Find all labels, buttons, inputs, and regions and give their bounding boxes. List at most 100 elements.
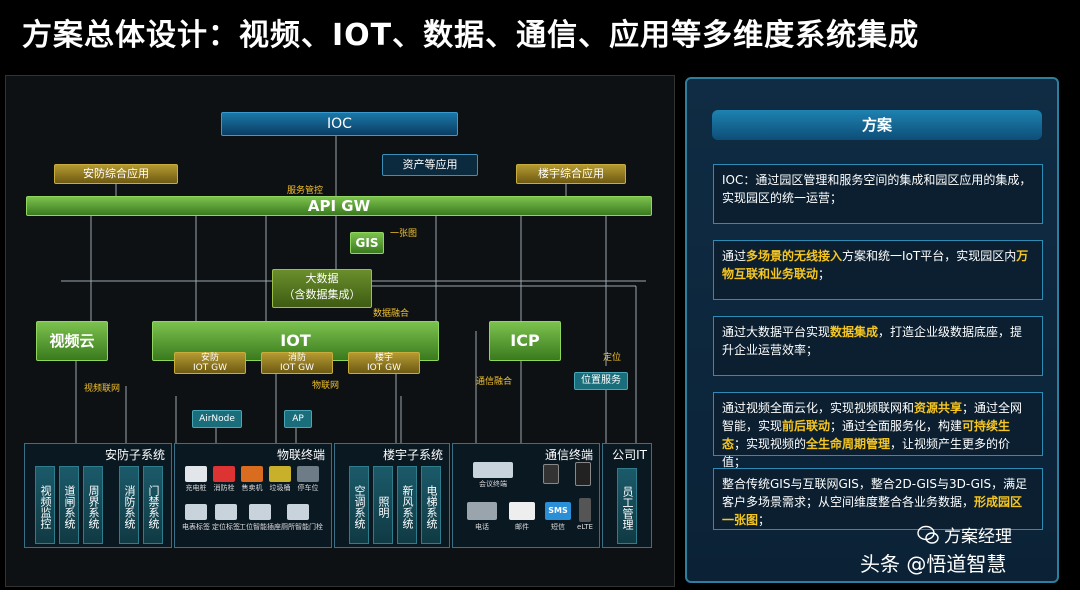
page-title: 方案总体设计：视频、IOT、数据、通信、应用等多维度系统集成 [22, 18, 920, 53]
louyu-col: 电梯系统 [421, 466, 441, 544]
highlight-text: 前后联动 [782, 419, 831, 433]
gis-box: GIS [350, 232, 384, 254]
parking-icon [297, 466, 319, 482]
charging-pile-icon [185, 466, 207, 482]
iot-tile-caption: 厕所智能门栓 [281, 523, 323, 531]
subsystem-it: 公司IT 员工管理 [602, 443, 652, 548]
subsystem-it-title: 公司IT [612, 448, 647, 462]
phone-icon [575, 462, 591, 486]
iot-tile-caption: 工位智能插座 [239, 523, 281, 531]
comm-fusion-label: 通信融合 [476, 377, 513, 387]
body-text: 方案和统一IoT平台，实现园区内 [842, 249, 1017, 263]
locate-tag-icon [215, 504, 237, 520]
body-text: ；通过全面服务化，构建 [830, 419, 963, 433]
api-gw-bar: API GW [26, 196, 652, 216]
iot-gw-xiaofang-label: 消防 [287, 353, 306, 363]
solution-panel-title: 方案 [712, 110, 1042, 140]
highlight-text: 数据集成 [830, 325, 879, 339]
locate-service-box: 位置服务 [574, 372, 628, 390]
it-col: 员工管理 [617, 468, 637, 544]
vending-icon [241, 466, 263, 482]
iot-gw-xiaofang-sub: IOT GW [280, 363, 314, 373]
wechat-icon [917, 525, 939, 544]
solution-item: 通过多场景的无线接入方案和统一IoT平台，实现园区内万物互联和业务联动； [713, 240, 1043, 300]
iot-tile-caption: 充电桩 [185, 484, 207, 492]
iot-tile-caption: 售卖机 [241, 484, 263, 492]
iot-gw-anfang-label: 安防 [200, 353, 219, 363]
highlight-text: 可持续生态 [722, 419, 1011, 451]
airnode-box: AirNode [192, 410, 242, 428]
anfang-col: 消防系统 [119, 466, 139, 544]
anfang-col: 周界系统 [83, 466, 103, 544]
iot-tile-caption: 停车位 [297, 484, 319, 492]
iot-tile-caption: 消防栓 [213, 484, 235, 492]
smart-lock-icon [287, 504, 309, 520]
bigdata-box: 大数据 （含数据集成） [272, 269, 372, 308]
subsystem-iot-terminal: 物联终端 充电桩 消防栓 售卖机 垃圾桶 停车位 电表标签 定位标签 工位智能插… [174, 443, 332, 548]
asset-app-box: 资产等应用 [382, 154, 478, 176]
highlight-text: 万物互联和业务联动 [722, 249, 1029, 281]
comm-tile-caption: 会议终端 [479, 480, 507, 488]
louyu-app-box: 楼宇综合应用 [516, 164, 626, 184]
desk-phone-icon [467, 502, 497, 520]
body-text: ； [758, 513, 771, 527]
highlight-text: 资源共享 [914, 401, 963, 415]
anfang-col: 门禁系统 [143, 466, 163, 544]
comm-tile-caption: 电话 [475, 523, 489, 531]
subsystem-louyu-title: 楼宇子系统 [382, 448, 443, 462]
iot-tile-caption: 定位标签 [212, 523, 240, 531]
body-text: ，让视频产生更多的价值； [722, 437, 1011, 469]
louyu-col: 照明 [373, 466, 393, 544]
meter-tag-icon [185, 504, 207, 520]
iot-net-label: 物联网 [312, 381, 340, 391]
tablet-icon [543, 464, 559, 484]
service-ctrl-label: 服务管控 [287, 186, 324, 196]
architecture-diagram: IOC 安防综合应用 资产等应用 楼宇综合应用 服务管控 API GW GIS … [5, 75, 675, 587]
subsystem-iot-terminal-title: 物联终端 [276, 448, 325, 462]
comm-tile-caption: 短信 [551, 523, 565, 531]
comm-tile-caption: eLTE [577, 523, 593, 531]
body-text: IOC：通过园区管理和服务空间的集成和园区应用的集成，实现园区的统一运营； [722, 173, 1032, 205]
highlight-text: 多场景的无线接入 [746, 249, 843, 263]
subsystem-anfang-title: 安防子系统 [104, 448, 165, 462]
hydrant-icon [213, 466, 235, 482]
video-net-label: 视频联网 [84, 384, 121, 394]
body-text: 通过 [722, 249, 747, 263]
sms-icon: SMS [545, 502, 571, 520]
subsystem-comm-terminal: 通信终端 会议终端 SMS 电话 邮件 短信 eLTE [452, 443, 600, 548]
body-text: 整合传统GIS与互联网GIS，整合2D-GIS与3D-GIS，满足客户多场景需求… [722, 477, 1028, 509]
solution-item: IOC：通过园区管理和服务空间的集成和园区应用的集成，实现园区的统一运营； [713, 164, 1043, 224]
solution-item: 整合传统GIS与互联网GIS，整合2D-GIS与3D-GIS，满足客户多场景需求… [713, 468, 1043, 530]
body-text: ，打造企业级数据底座，提升企业运营效率； [722, 325, 1023, 357]
anfang-col: 道闸系统 [59, 466, 79, 544]
bigdata-sublabel: （含数据集成） [283, 288, 361, 301]
data-fusion-label: 数据融合 [373, 309, 410, 319]
mail-icon [509, 502, 535, 520]
elte-icon [579, 498, 591, 522]
iot-gw-anfang-sub: IOT GW [193, 363, 227, 373]
body-text: 通过视频全面云化，实现视频联网和 [722, 401, 915, 415]
subsystem-comm-terminal-title: 通信终端 [544, 448, 593, 462]
louyu-col: 空调系统 [349, 466, 369, 544]
iot-tile-caption: 垃圾桶 [269, 484, 291, 492]
body-text: ； [818, 267, 831, 281]
subsystem-anfang: 安防子系统 视频监控 道闸系统 周界系统 消防系统 门禁系统 [24, 443, 172, 548]
iot-gw-louyu-sub: IOT GW [367, 363, 401, 373]
icp-box: ICP [489, 321, 561, 361]
smart-socket-icon [249, 504, 271, 520]
watermark-author: 方案经理 [944, 527, 1012, 547]
body-text: ；通过全网智能，实现 [722, 401, 1023, 433]
body-text: 通过大数据平台实现 [722, 325, 831, 339]
subsystem-louyu: 楼宇子系统 空调系统 照明 新风系统 电梯系统 [334, 443, 450, 548]
ioc-box: IOC [221, 112, 458, 136]
highlight-text: 全生命周期管理 [806, 437, 891, 451]
solution-item: 通过大数据平台实现数据集成，打造企业级数据底座，提升企业运营效率； [713, 316, 1043, 376]
highlight-text: 形成园区一张图 [722, 495, 1023, 527]
bigdata-label: 大数据 [305, 272, 339, 285]
comm-tile-caption: 邮件 [515, 523, 529, 531]
connector-lines [61, 136, 646, 444]
one-map-label: 一张图 [390, 229, 418, 239]
